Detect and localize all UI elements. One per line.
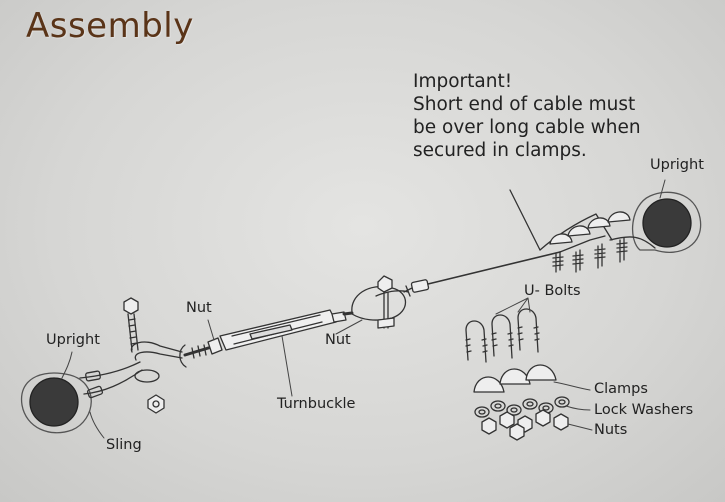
label-upright-right: Upright — [650, 157, 704, 173]
page-title: Assembly — [26, 6, 194, 46]
note-line-2: Short end of cable must — [413, 94, 636, 115]
loose-clamps — [473, 364, 557, 393]
label-clamps: Clamps — [594, 381, 648, 397]
label-lock-washers: Lock Washers — [594, 402, 694, 418]
label-nuts: Nuts — [594, 422, 628, 438]
mounted-clamps — [539, 211, 631, 273]
lock-washers — [474, 396, 570, 418]
loose-nuts — [481, 409, 569, 441]
loose-u-bolts — [465, 308, 540, 363]
left-loose-nut — [147, 394, 165, 414]
label-sling: Sling — [106, 437, 142, 453]
right-upright — [609, 191, 702, 253]
left-upright — [20, 372, 92, 434]
sling — [79, 361, 143, 399]
label-nut-right: Nut — [325, 332, 351, 348]
turnbuckle — [183, 309, 354, 359]
important-note: Important! Short end of cable must be ov… — [413, 70, 641, 162]
note-line-3: be over long cable when — [413, 117, 641, 138]
label-u-bolts: U- Bolts — [524, 283, 581, 299]
label-turnbuckle: Turnbuckle — [277, 396, 356, 412]
right-shackle — [351, 275, 411, 329]
label-upright-left: Upright — [46, 332, 100, 348]
main-cable — [403, 189, 561, 293]
label-nut-left: Nut — [186, 300, 212, 316]
note-line-4: secured in clamps. — [413, 140, 587, 161]
left-bolt — [123, 297, 139, 351]
note-line-1: Important! — [413, 71, 513, 92]
leader-lines — [61, 179, 666, 439]
